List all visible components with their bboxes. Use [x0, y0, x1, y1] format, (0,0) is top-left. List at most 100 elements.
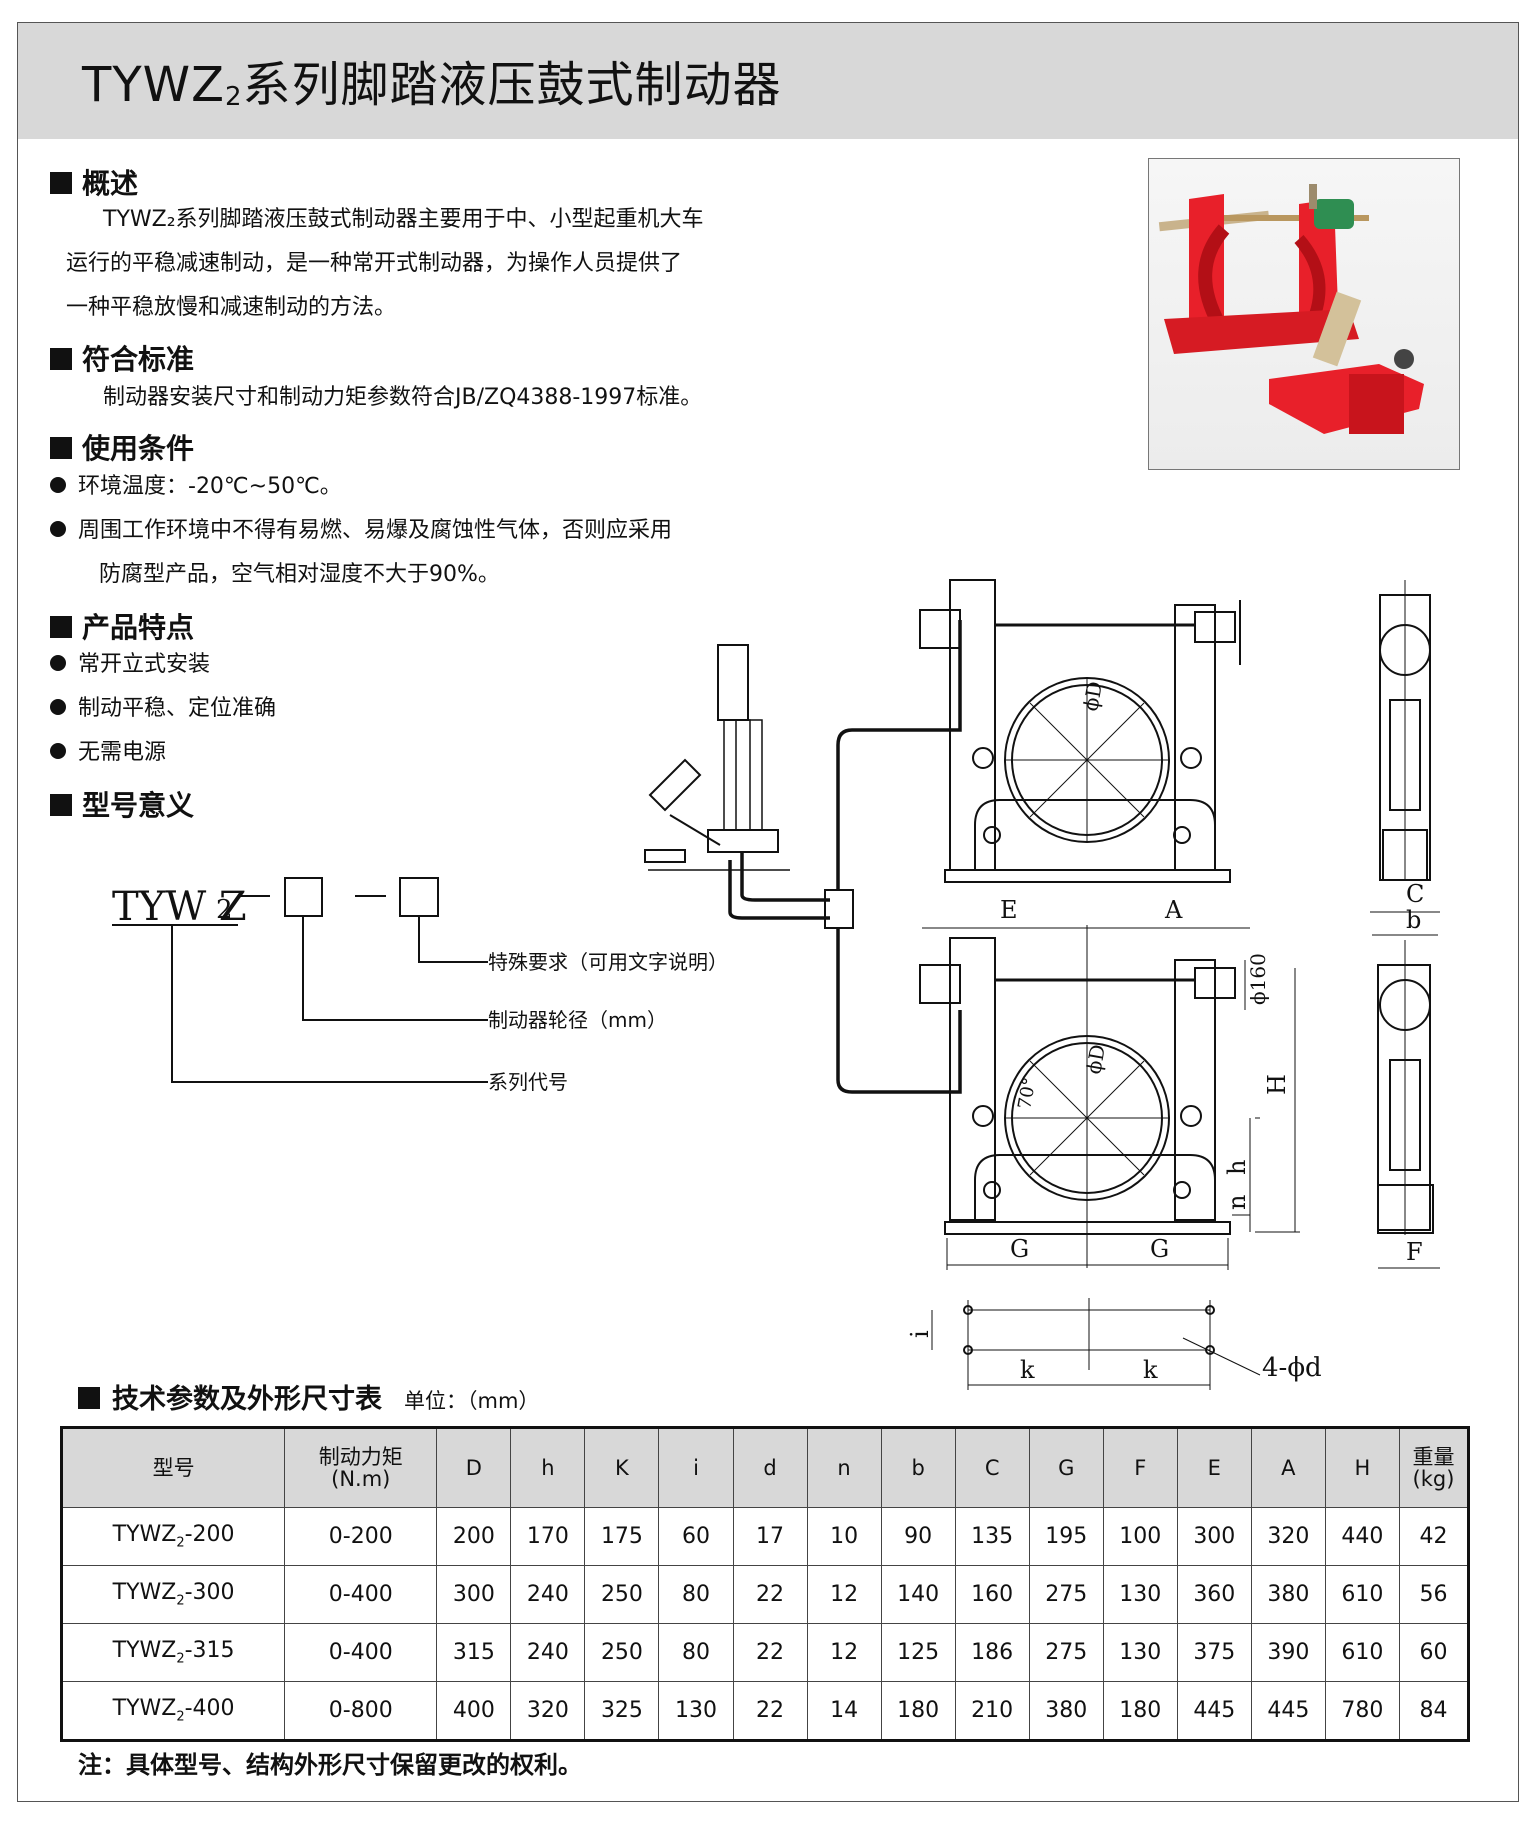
table-cell: 175 [584, 1507, 660, 1566]
table-cell: 180 [1102, 1681, 1178, 1741]
table-cell: 320 [1250, 1507, 1326, 1566]
column-header: D [436, 1427, 512, 1508]
table-cell: 0-400 [284, 1565, 438, 1624]
column-header: F [1102, 1427, 1178, 1508]
column-header: H [1324, 1427, 1400, 1508]
table-cell: 90 [880, 1507, 956, 1566]
table-cell: 180 [880, 1681, 956, 1741]
feature-item: 常开立式安装 [50, 643, 210, 687]
table-cell: 300 [436, 1565, 512, 1624]
column-header: 型号 [60, 1427, 286, 1508]
feature-item: 制动平稳、定位准确 [50, 687, 276, 731]
feature-item: 无需电源 [50, 731, 166, 775]
table-cell: 240 [510, 1623, 586, 1682]
table-cell: 195 [1028, 1507, 1104, 1566]
table-cell: 210 [954, 1681, 1030, 1741]
table-cell: 140 [880, 1565, 956, 1624]
table-cell: 60 [658, 1507, 734, 1566]
column-header: K [584, 1427, 660, 1508]
table-cell: 186 [954, 1623, 1030, 1682]
table-cell: 170 [510, 1507, 586, 1566]
table-cell: 275 [1028, 1623, 1104, 1682]
overview-line-2: 运行的平稳减速制动，是一种常开式制动器，为操作人员提供了 [66, 251, 683, 276]
column-header: 重量(kg) [1398, 1427, 1470, 1508]
table-cell: 320 [510, 1681, 586, 1741]
condition-continuation: 防腐型产品，空气相对湿度不大于90%。 [99, 562, 500, 587]
table-cell: 100 [1102, 1507, 1178, 1566]
heading-overview: 概述 [50, 162, 138, 202]
table-cell: 780 [1324, 1681, 1400, 1741]
table-cell: 84 [1398, 1681, 1470, 1741]
model-cell: TYWZ2-200 [60, 1507, 286, 1566]
column-header: G [1028, 1427, 1104, 1508]
column-header: 制动力矩(N.m) [284, 1427, 438, 1508]
table-cell: 42 [1398, 1507, 1470, 1566]
model-cell: TYWZ2-300 [60, 1565, 286, 1624]
table-cell: 160 [954, 1565, 1030, 1624]
table-cell: 315 [436, 1623, 512, 1682]
table-cell: 445 [1176, 1681, 1252, 1741]
table-cell: 80 [658, 1565, 734, 1624]
title-bar: TYWZ2系列脚踏液压鼓式制动器 [18, 23, 1518, 139]
table-cell: 10 [806, 1507, 882, 1566]
column-header: n [806, 1427, 882, 1508]
table-cell: 125 [880, 1623, 956, 1682]
table-cell: 380 [1250, 1565, 1326, 1624]
table-cell: 0-200 [284, 1507, 438, 1566]
table-cell: 325 [584, 1681, 660, 1741]
table-cell: 300 [1176, 1507, 1252, 1566]
table-cell: 135 [954, 1507, 1030, 1566]
table-cell: 22 [732, 1565, 808, 1624]
page-frame: TYWZ2系列脚踏液压鼓式制动器 [17, 22, 1519, 1802]
condition-item: 环境温度：-20℃~50℃。 [50, 465, 342, 509]
overview-line-3: 一种平稳放慢和减速制动的方法。 [66, 295, 397, 320]
table-unit: 单位：（mm） [404, 1389, 540, 1413]
table-cell: 360 [1176, 1565, 1252, 1624]
table-title: 技术参数及外形尺寸表单位：（mm） [78, 1377, 539, 1416]
table-cell: 250 [584, 1623, 660, 1682]
footnote: 注：具体型号、结构外形尺寸保留更改的权利。 [78, 1751, 582, 1779]
table-cell: 12 [806, 1623, 882, 1682]
table-cell: 250 [584, 1565, 660, 1624]
table-cell: 130 [1102, 1623, 1178, 1682]
column-header: E [1176, 1427, 1252, 1508]
table-cell: 390 [1250, 1623, 1326, 1682]
table-cell: 130 [658, 1681, 734, 1741]
table-cell: 380 [1028, 1681, 1104, 1741]
table-cell: 275 [1028, 1565, 1104, 1624]
table-cell: 610 [1324, 1623, 1400, 1682]
column-header: A [1250, 1427, 1326, 1508]
table-cell: 240 [510, 1565, 586, 1624]
standard-text: 制动器安装尺寸和制动力矩参数符合JB/ZQ4388-1997标准。 [103, 385, 703, 410]
table-cell: 130 [1102, 1565, 1178, 1624]
heading-features: 产品特点 [50, 606, 194, 646]
product-photo [1148, 158, 1460, 470]
heading-conditions: 使用条件 [50, 427, 194, 467]
heading-standard: 符合标准 [50, 338, 194, 378]
table-cell: 14 [806, 1681, 882, 1741]
model-cell: TYWZ2-400 [60, 1681, 286, 1741]
table-cell: 22 [732, 1623, 808, 1682]
column-header: d [732, 1427, 808, 1508]
heading-model-meaning: 型号意义 [50, 784, 194, 824]
page-title: TYWZ2系列脚踏液压鼓式制动器 [82, 57, 782, 113]
overview-line-1: TYWZ₂系列脚踏液压鼓式制动器主要用于中、小型起重机大车 [103, 207, 704, 232]
table-cell: 445 [1250, 1681, 1326, 1741]
table-cell: 375 [1176, 1623, 1252, 1682]
table-cell: 610 [1324, 1565, 1400, 1624]
condition-item: 周围工作环境中不得有易燃、易爆及腐蚀性气体，否则应采用 [50, 509, 672, 553]
table-cell: 400 [436, 1681, 512, 1741]
table-cell: 0-400 [284, 1623, 438, 1682]
brake-illustration [1158, 184, 1424, 434]
column-header: h [510, 1427, 586, 1508]
table-cell: 56 [1398, 1565, 1470, 1624]
table-cell: 200 [436, 1507, 512, 1566]
table-cell: 12 [806, 1565, 882, 1624]
table-cell: 440 [1324, 1507, 1400, 1566]
